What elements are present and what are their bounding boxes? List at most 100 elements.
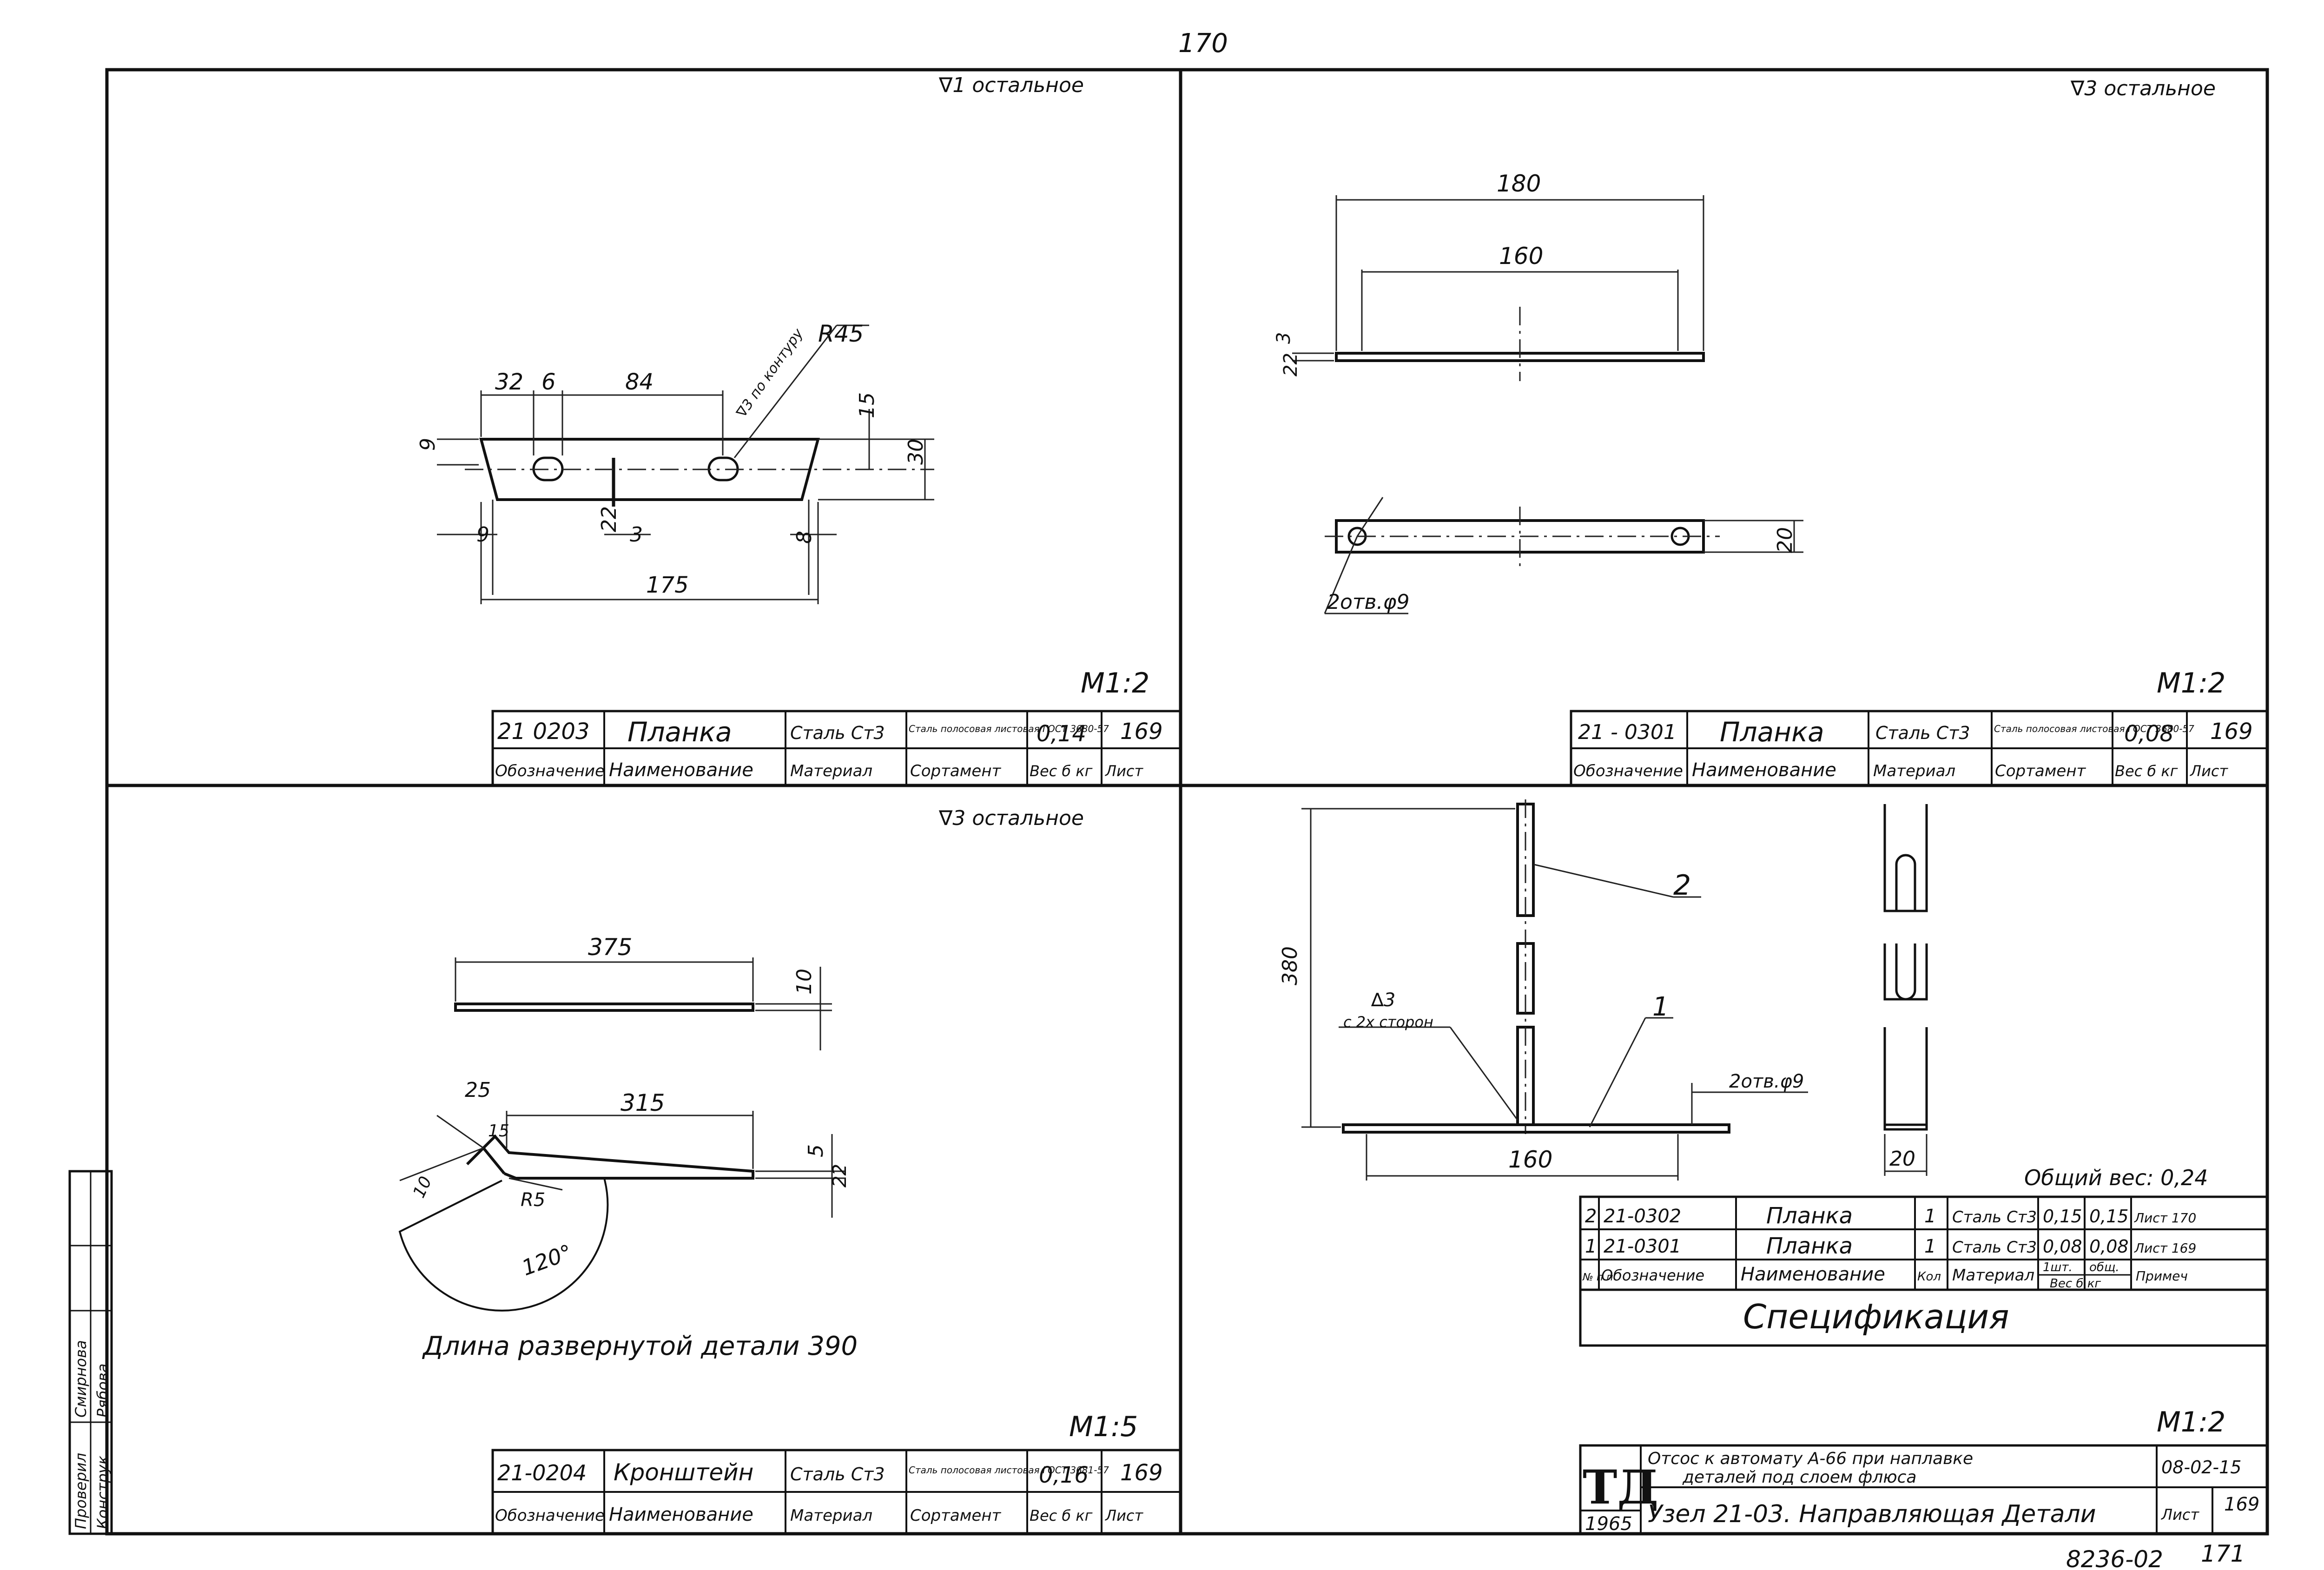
title-block xyxy=(1579,1444,2269,1535)
q3-dim-10b: 10 xyxy=(409,1174,436,1201)
q3-stamp-weight: 0,16 xyxy=(1039,1462,1089,1488)
stamp-r3: Смирнова xyxy=(72,1340,90,1418)
q3-dim-5: 5 xyxy=(804,1144,828,1157)
q4-holes: 2отв.φ9 xyxy=(1729,1071,1804,1092)
spec-h-material: Материал xyxy=(1952,1266,2034,1285)
q1-stamp-assortment: Сталь полосовая листовая ГОСТ 3680-57 xyxy=(909,723,1109,734)
q3-dim-15: 15 xyxy=(488,1121,509,1141)
spec-h-note: Примеч xyxy=(2136,1268,2188,1284)
q1-h-sheet: Лист xyxy=(1105,762,1143,780)
q1-roughness: ∇1 остальное xyxy=(938,73,1084,97)
spec-h-code: Обозначение xyxy=(1601,1267,1704,1284)
spec-r1-n: 2 xyxy=(1585,1206,1597,1227)
q4-weld-note: с 2х сторон xyxy=(1343,1013,1433,1031)
stamp-r2: Конструк. xyxy=(94,1451,112,1529)
spec-h-w1: 1шт. xyxy=(2043,1260,2073,1274)
q1-dim-9b: 9 xyxy=(476,523,489,547)
q4-base-plate xyxy=(1342,1123,1730,1134)
page-number-top: 170 xyxy=(1178,28,1228,59)
part-21-0203: ∇1 остальное 32 6 84 R45 ∇3 по контуру xyxy=(416,73,1182,787)
q3-dim-375: 375 xyxy=(588,934,632,961)
spec-h-w2: общ. xyxy=(2089,1260,2119,1274)
title-line3: Узел 21-03. Направляющая Детали xyxy=(1648,1500,2096,1528)
spec-h-qty: Кол xyxy=(1917,1270,1941,1284)
spec-r2-w1: 0,08 xyxy=(2043,1236,2082,1257)
q2-h-name: Наименование xyxy=(1692,759,1836,781)
q1-dim-30: 30 xyxy=(904,439,928,465)
spec-r1-w2: 0,15 xyxy=(2089,1206,2129,1227)
q4-side-middle xyxy=(1883,943,1928,1001)
q3-stamp-name: Кронштейн xyxy=(614,1459,753,1486)
q2-holes: 2отв.φ9 xyxy=(1327,590,1409,614)
q1-h-material: Материал xyxy=(790,762,872,780)
q3-dim-22: 22 xyxy=(829,1164,851,1187)
spec-r2-material: Сталь Ст3 xyxy=(1952,1238,2037,1257)
q1-h-assortment: Сортамент xyxy=(910,762,1002,780)
doc-code: 8236-02 xyxy=(2066,1546,2163,1570)
q3-h-assortment: Сортамент xyxy=(910,1506,1002,1525)
q3-scale: М1:5 xyxy=(1069,1411,1138,1443)
spec-title: Спецификация xyxy=(1743,1297,2009,1336)
q2-dim-160: 160 xyxy=(1499,243,1543,270)
q1-dim-84: 84 xyxy=(625,369,654,395)
part-21-0301: ∇3 остальное 180 160 3 22 20 2отв.φ9 М1:… xyxy=(1273,77,2269,787)
part-21-0204: ∇3 остальное 375 10 25 315 5 22 15 10 R5… xyxy=(398,806,1182,1535)
q2-dim-22: 22 xyxy=(1280,353,1301,376)
q4-side-lower xyxy=(1883,1027,1928,1131)
q1-h-code: Обозначение xyxy=(495,762,605,780)
q1-dim-3: 3 xyxy=(630,523,643,547)
q2-roughness: ∇3 остальное xyxy=(2070,77,2216,100)
sheet-frame xyxy=(105,68,2269,1536)
q1-note: ∇3 по контуру xyxy=(733,325,807,421)
q4-dim-160: 160 xyxy=(1508,1146,1552,1173)
title-line2: деталей под слоем флюса xyxy=(1682,1468,1917,1487)
q2-stamp-assortment: Сталь полосовая листовая ГОСТ 3680-57 xyxy=(1994,723,2194,734)
q1-dim-15: 15 xyxy=(855,392,879,418)
q4-weld: ∆3 xyxy=(1371,989,1395,1011)
q3-stamp-code: 21-0204 xyxy=(497,1460,587,1485)
spec-r2-qty: 1 xyxy=(1924,1236,1936,1257)
stamp-r4: Рябова xyxy=(94,1364,112,1418)
assembly-21-03: 380 160 2 1 ∆3 с 2х сторон 2отв.φ9 20 Об… xyxy=(1278,799,2269,1535)
q1-dim-175: 175 xyxy=(646,572,689,598)
q1-dim-8: 8 xyxy=(792,531,816,544)
q1-stamp-material: Сталь Ст3 xyxy=(790,723,885,743)
title-sheet-label: Лист xyxy=(2161,1506,2199,1524)
q1-r45: R45 xyxy=(818,320,864,347)
title-line1: Отсос к автомату А-66 при наплавке xyxy=(1648,1449,1973,1468)
q1-dim-9l: 9 xyxy=(416,438,440,451)
spec-r1-name: Планка xyxy=(1766,1203,1853,1229)
q1-dim-22: 22 xyxy=(597,506,621,532)
q2-stamp-sheet: 169 xyxy=(2210,719,2253,745)
q2-h-weight: Вес б кг xyxy=(2115,762,2178,780)
q1-stamp-name: Планка xyxy=(627,716,732,748)
q1-scale: М1:2 xyxy=(1081,667,1149,699)
q3-unfolded-length: Длина развернутой детали 390 xyxy=(422,1331,858,1361)
q3-r5: R5 xyxy=(521,1189,545,1211)
spec-h-n: № п.п xyxy=(1582,1272,1613,1283)
q2-stamp-material: Сталь Ст3 xyxy=(1875,723,1970,743)
q4-dim-20: 20 xyxy=(1889,1147,1915,1171)
spec-h-wt: Вес б кг xyxy=(2050,1277,2101,1291)
q1-h-name: Наименование xyxy=(609,759,753,781)
q2-stamp-name: Планка xyxy=(1720,716,1824,748)
q3-angle: 120° xyxy=(518,1240,575,1281)
q3-dim-25: 25 xyxy=(465,1078,491,1102)
q4-label-2: 2 xyxy=(1673,869,1691,902)
q1-stamp-weight: 0,14 xyxy=(1037,721,1086,747)
q2-h-material: Материал xyxy=(1873,762,1955,780)
q1-stamp-sheet: 169 xyxy=(1120,719,1163,745)
q2-stamp-weight: 0,08 xyxy=(2124,721,2174,747)
title-code: 08-02-15 xyxy=(2161,1457,2241,1478)
q3-h-code: Обозначение xyxy=(495,1506,605,1525)
q4-side-upper xyxy=(1883,804,1928,912)
q3-stamp-material: Сталь Ст3 xyxy=(790,1464,885,1484)
q3-h-sheet: Лист xyxy=(1105,1507,1143,1524)
side-approval-stamp: Проверил Конструк. Смирнова Рябова xyxy=(68,1170,113,1535)
spec-r1-material: Сталь Ст3 xyxy=(1952,1208,2037,1227)
q2-h-sheet: Лист xyxy=(2190,762,2228,780)
spec-r1-w1: 0,15 xyxy=(2043,1206,2082,1227)
spec-r2-w2: 0,08 xyxy=(2089,1236,2129,1257)
q1-h-weight: Вес б кг xyxy=(1030,762,1093,780)
